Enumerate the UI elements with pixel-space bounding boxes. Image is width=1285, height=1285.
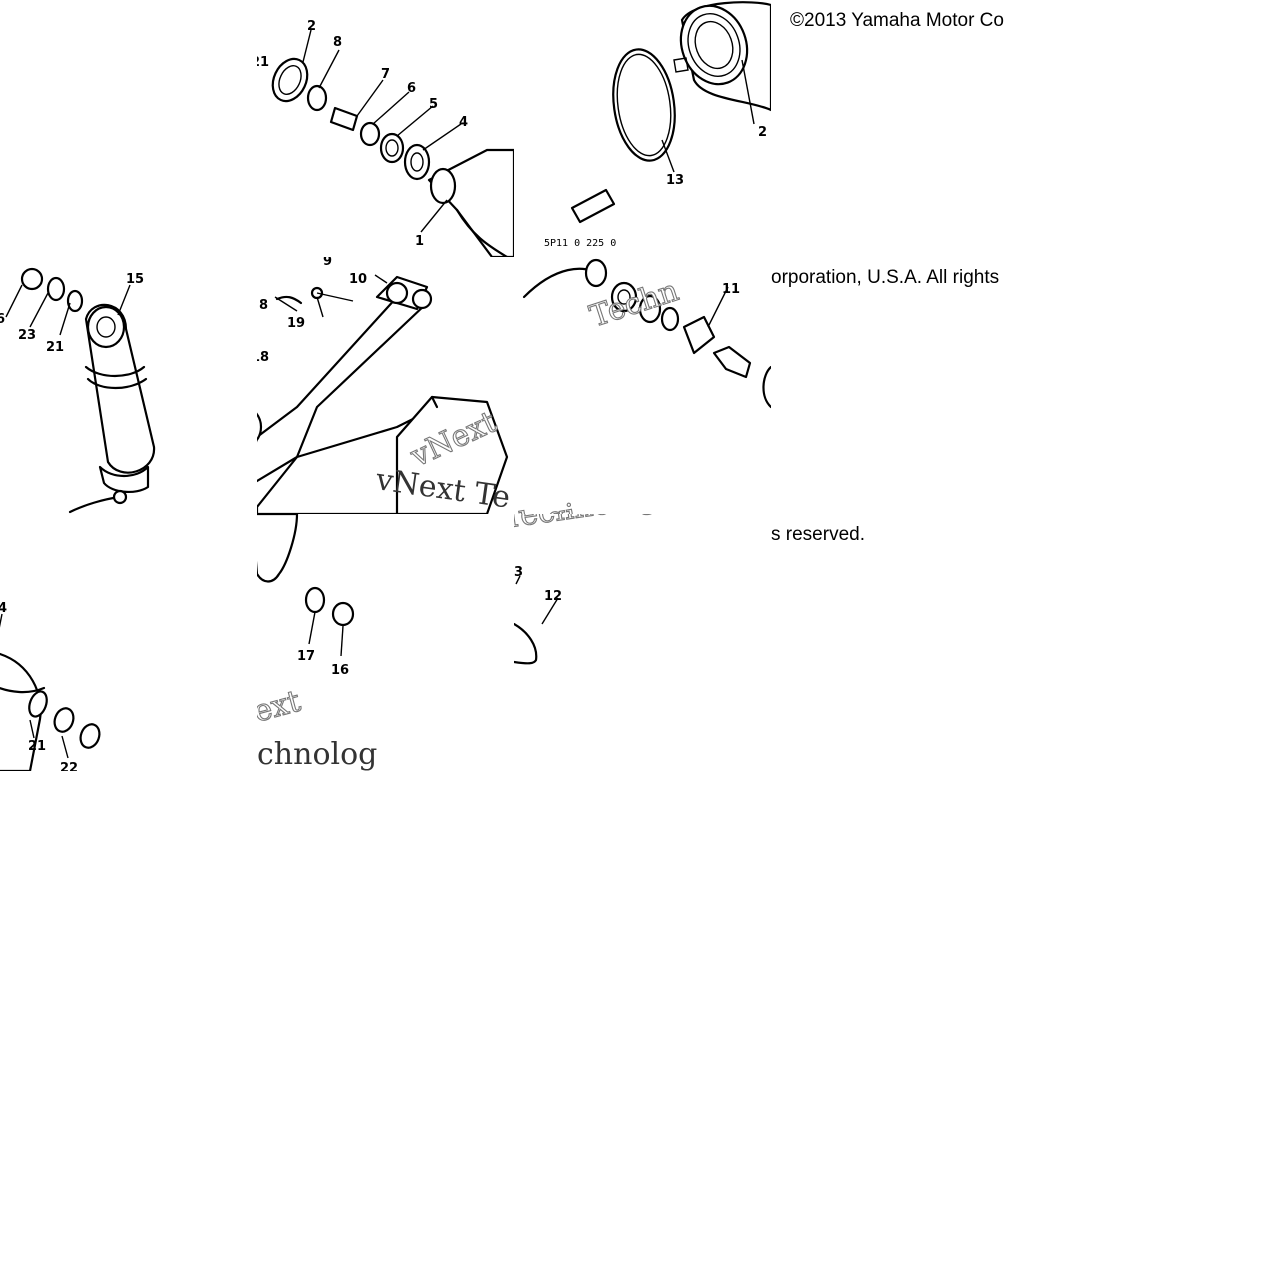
callout-2-hub: 2 <box>758 125 767 140</box>
label-plate-part <box>570 188 616 224</box>
diagram-tile-shock: 6 23 21 15 <box>0 257 257 514</box>
callout-11: 11 <box>722 282 740 297</box>
bushing-part <box>403 143 431 181</box>
callout-4: 4 <box>459 115 468 130</box>
washer-part <box>359 121 381 147</box>
copyright-line-2: orporation, U.S.A. All rights <box>771 267 1000 288</box>
collar-part <box>306 84 328 112</box>
drawing-code: 5P11 0 225 0 <box>544 238 616 249</box>
callout-21-lower: 21 <box>28 739 46 754</box>
callout-2: 2 <box>307 19 316 34</box>
copyright-line-3: s reserved. <box>771 524 865 545</box>
diagram-tile-right-parts: 11 Techn ologi <box>514 257 771 514</box>
callout-10: 10 <box>349 272 367 287</box>
watermark-chnolog: chnolog <box>257 737 377 771</box>
bolt-part <box>329 106 359 132</box>
callout-3: 3 <box>514 565 523 580</box>
bearing-part <box>379 132 405 164</box>
callout-18: 18 <box>257 350 269 365</box>
callout-6-shock: 6 <box>0 312 5 327</box>
diagram-tile-pivot-parts: 21 2 8 7 6 5 4 1 <box>257 0 514 257</box>
diagram-tile-collars: 17 16 ext chnolog <box>257 514 514 771</box>
oil-seal-part <box>271 57 309 103</box>
diagram-tile-hub: 2 13 5P11 0 225 0 <box>514 0 771 257</box>
callout-8-arm: 8 <box>259 298 268 313</box>
watermark-technologies: Technologies <box>514 514 702 536</box>
callout-4-lower: 4 <box>0 601 7 616</box>
callout-22: 22 <box>60 761 78 771</box>
watermark-ologi: ologi <box>514 497 579 514</box>
diagram-tile-ring: 3 12 Technologies <box>514 514 771 771</box>
callout-5: 5 <box>429 97 438 112</box>
callout-1: 1 <box>415 234 424 249</box>
callout-19: 19 <box>287 316 305 331</box>
callout-6: 6 <box>407 81 416 96</box>
callout-15: 15 <box>126 272 144 287</box>
callout-16: 16 <box>331 663 349 678</box>
copyright-line-1: ©2013 Yamaha Motor Co <box>790 10 1004 31</box>
callout-8: 8 <box>333 35 342 50</box>
diagram-tile-shock-lower: 4 21 22 <box>0 514 257 771</box>
lock-washer-part <box>682 315 716 355</box>
callout-12: 12 <box>544 589 562 604</box>
callout-9: 9 <box>323 257 332 269</box>
watermark-ext: ext <box>257 684 304 730</box>
callout-23: 23 <box>18 328 36 343</box>
diagram-tile-swingarm: 8 19 10 9 18 20 vNext Te vNext <box>257 257 514 514</box>
callout-21-shock: 21 <box>46 340 64 355</box>
callout-17: 17 <box>297 649 315 664</box>
callout-7: 7 <box>381 67 390 82</box>
callout-13: 13 <box>666 173 684 188</box>
callout-21: 21 <box>257 55 269 70</box>
o-ring-part <box>612 48 676 162</box>
pivot-bolt-part <box>712 345 752 379</box>
